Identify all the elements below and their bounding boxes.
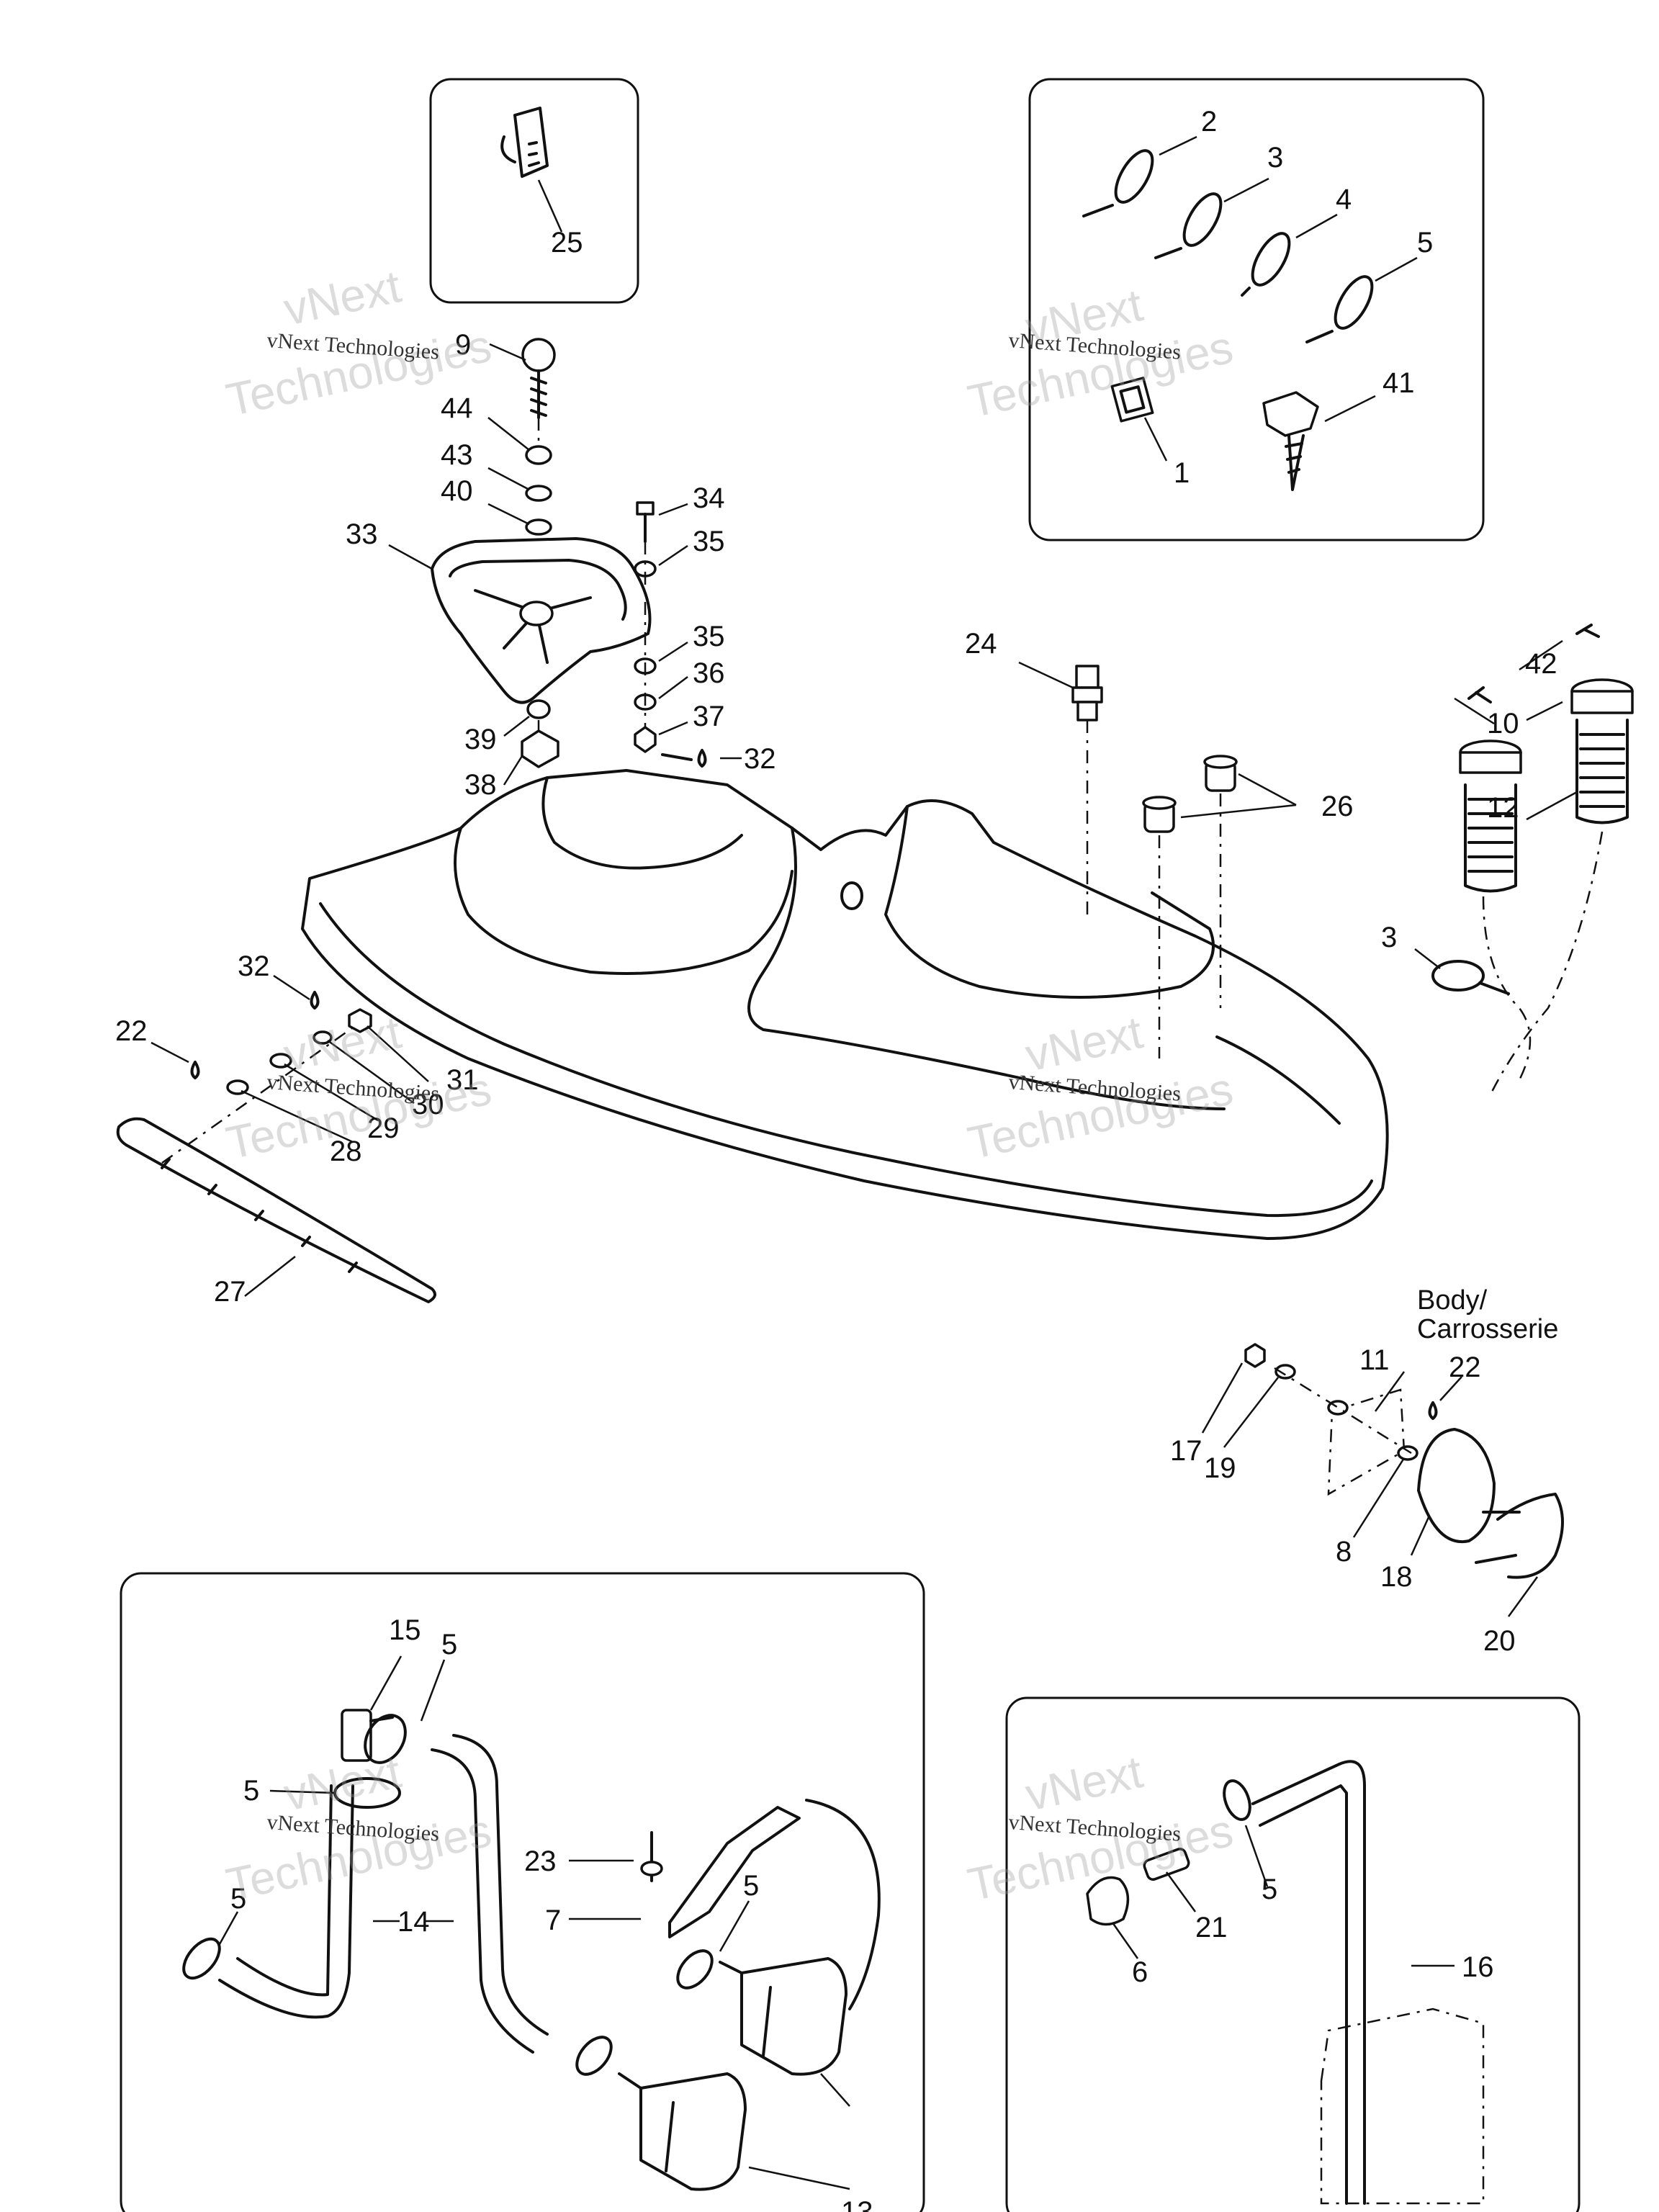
callout-15: 15 <box>389 1614 421 1646</box>
hull-body <box>301 769 1389 1240</box>
callout-36: 36 <box>693 657 725 689</box>
body-label-line1: Body/ <box>1417 1285 1488 1316</box>
bolt-34-column <box>634 501 693 761</box>
callout-20: 20 <box>1483 1625 1516 1657</box>
leader-lines <box>150 135 1578 2190</box>
grab-handle-assembly <box>1244 1343 1564 1579</box>
watermark-big-3a: vNext <box>279 1006 405 1081</box>
callout-3b: 3 <box>1381 922 1397 953</box>
callout-numbers: 25 2 3 4 5 41 1 9 44 43 40 33 34 35 35 3… <box>115 106 1558 2212</box>
inset-frame-clip <box>429 78 639 304</box>
callout-33: 33 <box>346 518 378 550</box>
callout-1: 1 <box>1174 457 1190 489</box>
callout-12: 12 <box>1487 792 1519 824</box>
callout-27: 27 <box>214 1276 246 1308</box>
callout-44: 44 <box>441 392 473 424</box>
inset-frame-fuel-line <box>120 1572 925 2212</box>
callout-11: 11 <box>1359 1344 1390 1376</box>
callout-7: 7 <box>545 1905 561 1936</box>
cable-tie-2 <box>1082 149 1154 217</box>
plugs-26 <box>1142 755 1238 1058</box>
callout-13: 13 <box>841 2196 873 2212</box>
fitting-24 <box>1071 665 1103 914</box>
callout-35b: 35 <box>693 621 725 652</box>
fuel-line-assembly <box>182 1709 881 2191</box>
callout-16: 16 <box>1462 1951 1494 1983</box>
callout-14: 14 <box>397 1906 430 1938</box>
callout-18: 18 <box>1380 1561 1413 1593</box>
callout-22: 22 <box>115 1015 148 1047</box>
cable-ties-set <box>1082 149 1374 491</box>
callout-6: 6 <box>1132 1956 1148 1988</box>
handlebar-pad <box>431 537 652 704</box>
callout-5d: 5 <box>243 1775 259 1807</box>
callout-21: 21 <box>1195 1912 1228 1943</box>
callout-24: 24 <box>965 628 997 660</box>
callout-25: 25 <box>551 227 583 258</box>
callout-43: 43 <box>441 439 473 471</box>
callout-31: 31 <box>446 1064 479 1096</box>
callout-42: 42 <box>1525 648 1557 680</box>
callout-28: 28 <box>330 1136 362 1167</box>
callout-5f: 5 <box>743 1870 759 1902</box>
inset-frame-ties <box>1028 78 1485 541</box>
watermark-big-1a: vNext <box>279 260 405 335</box>
callout-5g: 5 <box>1262 1874 1277 1905</box>
cable-tie-5 <box>1305 275 1374 343</box>
washers-column-left <box>521 418 559 768</box>
watermark-big-4a: vNext <box>1021 1006 1147 1081</box>
callout-19: 19 <box>1204 1452 1236 1484</box>
callout-40: 40 <box>441 475 473 507</box>
vent-bellows <box>1431 624 1634 1095</box>
watermark-big-6a: vNext <box>1021 1745 1147 1820</box>
callout-37: 37 <box>693 701 725 732</box>
callout-4: 4 <box>1336 184 1352 215</box>
callout-22b: 22 <box>1449 1352 1481 1383</box>
clip-25 <box>500 107 549 178</box>
square-clip-1 <box>1110 377 1154 423</box>
watermarks: vNext Technologies vNext Technologies vN… <box>222 260 1237 1910</box>
callout-8: 8 <box>1336 1536 1352 1568</box>
cable-tie-4 <box>1241 232 1291 297</box>
callout-2: 2 <box>1201 106 1217 138</box>
bolt-9 <box>521 338 556 419</box>
callout-10: 10 <box>1487 708 1519 739</box>
watermark-big-5a: vNext <box>279 1745 405 1820</box>
cable-tie-3 <box>1154 192 1223 259</box>
callout-26: 26 <box>1321 791 1354 822</box>
callout-35: 35 <box>693 526 725 557</box>
callout-29: 29 <box>367 1112 400 1144</box>
callout-32: 32 <box>744 743 776 775</box>
body-label-line2: Carrosserie <box>1417 1314 1558 1344</box>
callout-5c: 5 <box>441 1629 457 1660</box>
screw-41 <box>1262 391 1319 491</box>
vent-tube-assembly <box>1086 1760 1485 2205</box>
callout-17: 17 <box>1170 1435 1202 1467</box>
inset-frame-vent-tube <box>1005 1696 1581 2212</box>
callout-39: 39 <box>464 724 497 755</box>
callout-34: 34 <box>693 482 725 514</box>
callout-41: 41 <box>1382 367 1415 399</box>
callout-3: 3 <box>1267 142 1283 174</box>
callout-5e: 5 <box>230 1883 246 1915</box>
callout-9: 9 <box>455 329 471 361</box>
callout-30: 30 <box>412 1089 444 1120</box>
callout-38: 38 <box>464 769 497 801</box>
callout-5: 5 <box>1417 227 1433 258</box>
callout-23: 23 <box>524 1845 557 1877</box>
callout-32b: 32 <box>238 950 270 982</box>
rub-rail-27 <box>116 749 1438 1420</box>
